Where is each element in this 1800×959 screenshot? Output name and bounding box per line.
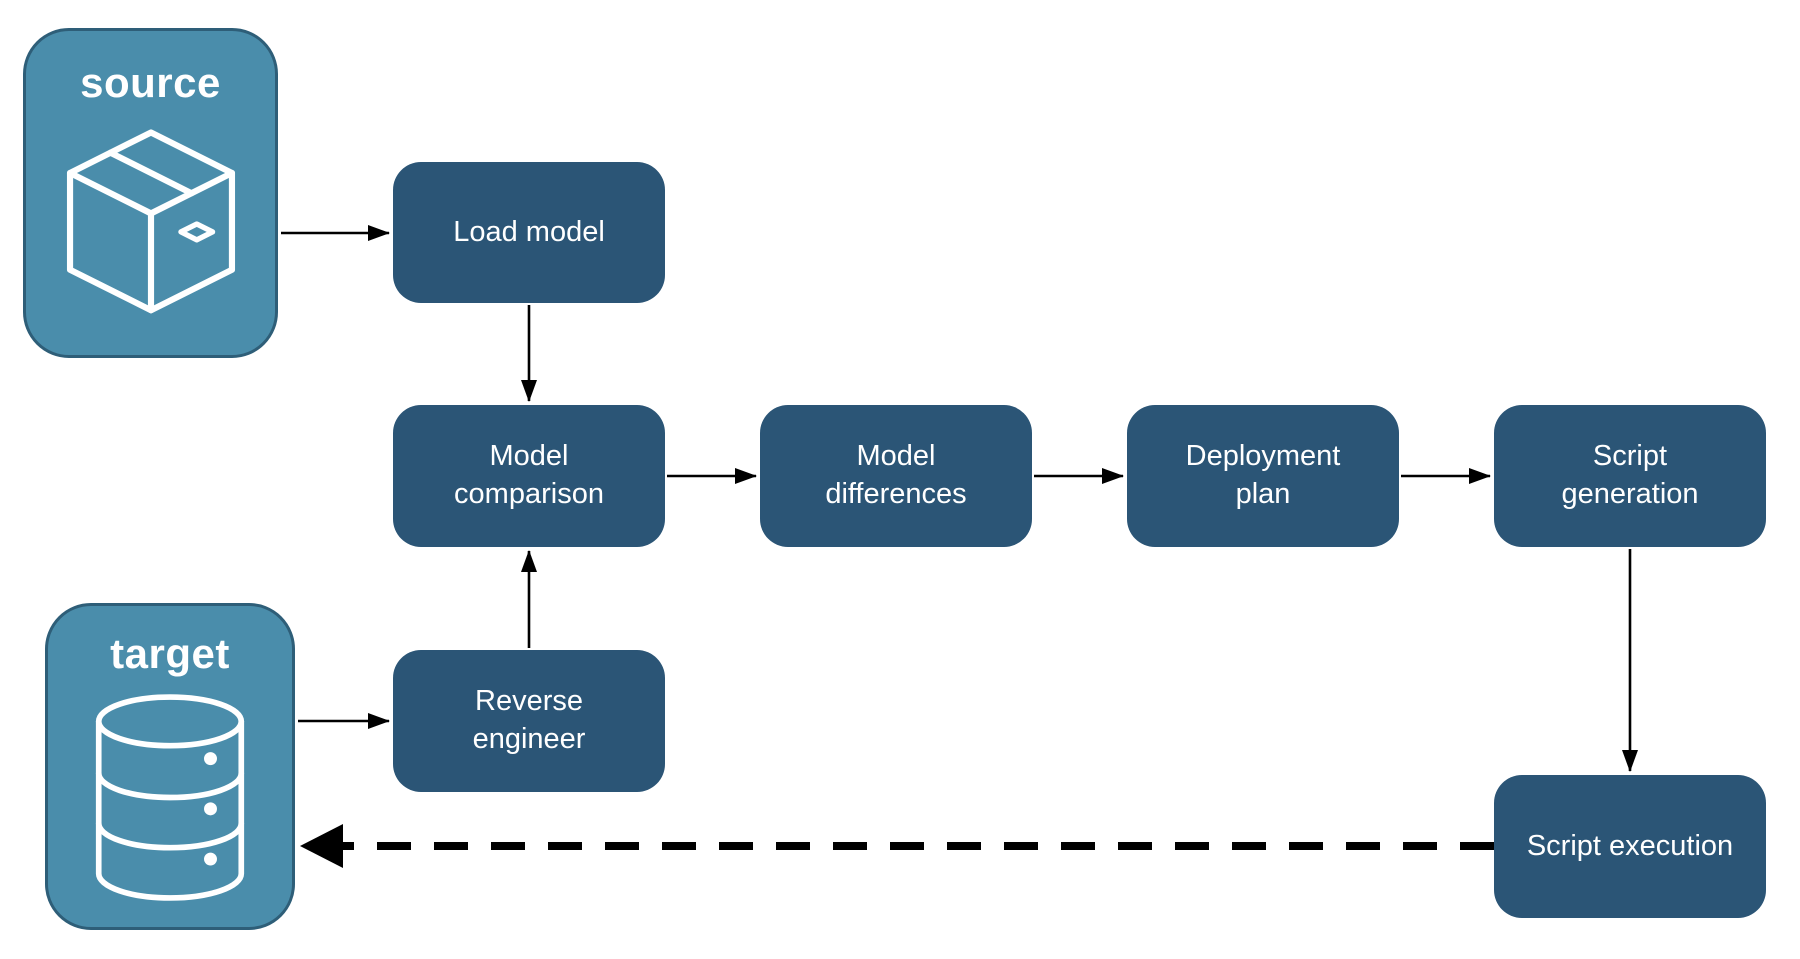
node-target: target [45, 603, 295, 930]
step-deployment-plan-label: Deployment plan [1185, 440, 1341, 510]
step-load-model-label: Load model [453, 215, 605, 248]
target-label: target [110, 630, 230, 677]
step-reverse-engineer: Reverse engineer [393, 650, 665, 792]
source-label: source [80, 59, 221, 106]
package-icon [66, 129, 235, 314]
step-script-generation-label: Script generation [1561, 440, 1699, 510]
step-reverse-engineer-label: Reverse engineer [472, 685, 586, 755]
step-model-comparison: Model comparison [393, 405, 665, 547]
step-model-comparison-label: Model comparison [454, 440, 604, 510]
step-script-execution: Script execution [1494, 775, 1766, 918]
node-source: source [23, 28, 278, 358]
step-load-model: Load model [393, 162, 665, 303]
step-script-generation: Script generation [1494, 405, 1766, 547]
step-script-execution-label: Script execution [1526, 829, 1734, 862]
step-model-differences-label: Model differences [825, 440, 967, 510]
step-deployment-plan: Deployment plan [1127, 405, 1399, 547]
database-icon [95, 694, 245, 901]
step-model-differences: Model differences [760, 405, 1032, 547]
arrow-script-execution-to-target-head [300, 824, 343, 868]
